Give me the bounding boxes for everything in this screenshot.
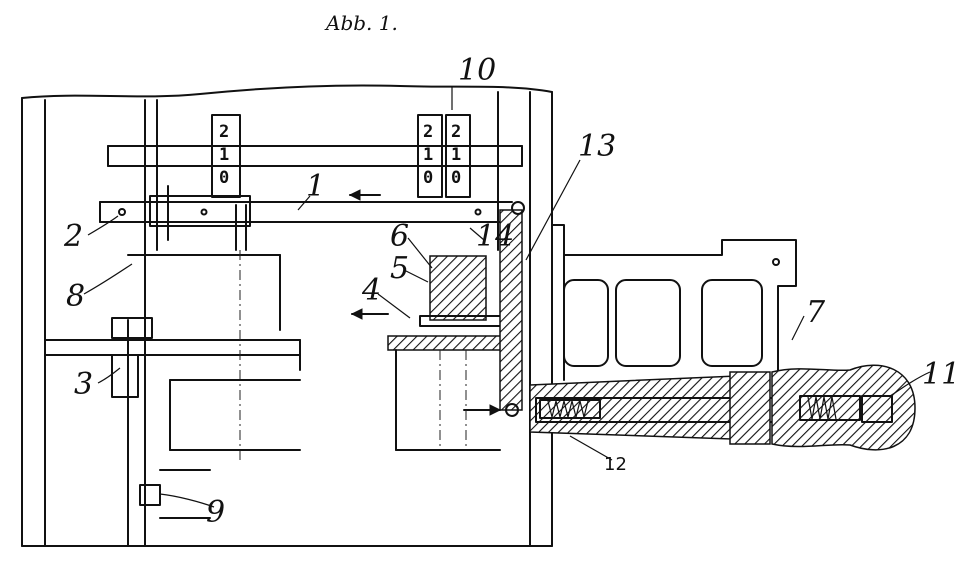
- wheel-middle-digit-0: 2: [423, 122, 433, 142]
- label-3: 3: [74, 367, 93, 402]
- machine-frame: [21, 84, 553, 547]
- wheel-right-digit-1: 1: [451, 145, 461, 165]
- label-14: 14: [476, 219, 514, 254]
- wheel-left-digit-0: 2: [219, 122, 229, 142]
- housing-7: [551, 224, 797, 381]
- label-12: 12: [604, 454, 627, 475]
- label-7: 7: [806, 295, 826, 330]
- label-6: 6: [390, 219, 409, 254]
- carriage-left: [44, 250, 301, 519]
- label-13: 13: [578, 129, 616, 164]
- label-2: 2: [63, 219, 83, 254]
- gear-13: [499, 201, 525, 417]
- wheel-right-digit-0: 2: [451, 122, 461, 142]
- arrow-push-rod: [463, 404, 502, 416]
- label-11: 11: [922, 357, 960, 392]
- number-wheel-middle: 2 1 0: [417, 114, 443, 198]
- wheel-left-digit-2: 0: [219, 168, 229, 188]
- wheel-left-digit-1: 1: [219, 145, 229, 165]
- label-8: 8: [66, 279, 85, 314]
- wheel-middle-digit-2: 0: [423, 168, 433, 188]
- arrow-rack-4: [350, 308, 389, 320]
- wheel-middle-digit-1: 1: [423, 145, 433, 165]
- label-1: 1: [306, 169, 325, 204]
- shaft-1: [99, 185, 513, 241]
- label-10: 10: [458, 53, 496, 88]
- label-4: 4: [361, 273, 381, 308]
- number-wheel-right: 2 1 0: [445, 114, 471, 198]
- label-9: 9: [206, 495, 225, 530]
- handle-11: [771, 364, 916, 451]
- upper-shaft: [107, 145, 523, 167]
- push-rod-12: [529, 371, 777, 445]
- number-wheel-left: 2 1 0: [211, 114, 247, 251]
- wheel-right-digit-2: 0: [451, 168, 461, 188]
- figure-caption: Abb. 1.: [324, 11, 398, 35]
- arrow-shaft-1: [348, 189, 381, 201]
- label-5: 5: [390, 251, 409, 286]
- stop-block: [387, 255, 519, 451]
- leader-lines: [83, 86, 931, 508]
